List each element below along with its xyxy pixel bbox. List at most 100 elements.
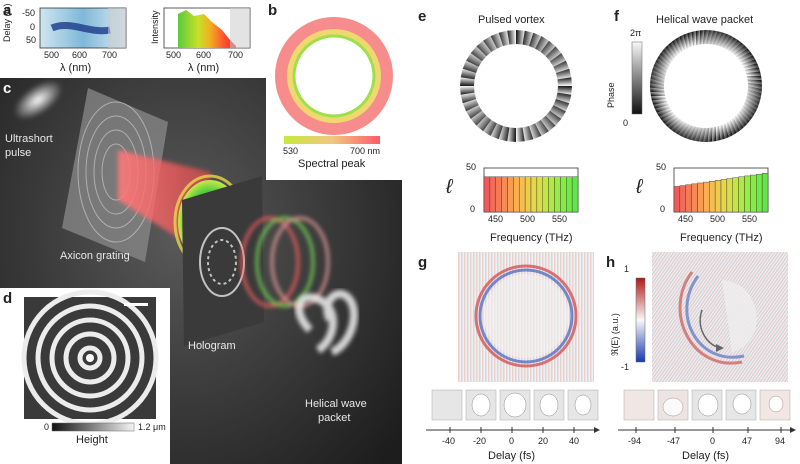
phase-axis-label: Phase [606,82,616,108]
h-xtick-3: 0 [710,436,715,446]
g-xtick-4: 20 [538,436,548,446]
e-xtick-450: 450 [488,214,503,224]
e-bar-chart [482,166,580,214]
scale-bar [124,303,148,306]
f-xtick-500: 500 [710,214,725,224]
g-xtick-2: -20 [473,436,486,446]
helical-label-line1: Helical wave [305,398,367,410]
e-bar-540 [555,177,561,212]
e-bar-560 [566,177,572,212]
e-bar-550 [560,177,566,212]
helical-wave-packet-title: Helical wave packet [656,14,753,26]
delay-axis-label: Delay (fs) [2,3,12,42]
hologram-label: Hologram [188,340,236,352]
a-right-x-tick-1: 500 [166,50,181,60]
a-left-x-tick-2: 600 [72,50,87,60]
height-scale-min: 0 [44,422,49,432]
panel-label-f: f [614,8,619,25]
delay-tick-3: 50 [26,35,36,45]
spectral-min: 530 [283,146,298,156]
e-bar-530 [549,177,555,212]
f-bar-520 [733,178,739,212]
e-bar-430 [490,177,496,212]
g-xtick-1: -40 [442,436,455,446]
a-left-x-tick-1: 500 [44,50,59,60]
helical-wave-packet-phase-ring [646,26,766,146]
f-bar-470 [703,182,709,212]
f-ylabel: ℓ [636,176,642,199]
height-caption: Height [76,434,108,446]
e-bar-420 [484,177,490,212]
f-bar-510 [727,179,733,212]
pulsed-vortex-phase-ring [456,26,576,146]
f-ytick-50: 50 [656,162,666,172]
f-bar-chart [672,166,770,214]
e-ytick-50: 50 [466,162,476,172]
f-bar-500 [721,179,727,212]
e-bar-440 [496,177,502,212]
e-bar-570 [572,177,578,212]
pulse-label-line2: pulse [5,147,31,159]
e-bar-460 [508,177,514,212]
delay-tick-1: -50 [22,8,35,18]
e-bar-450 [502,177,508,212]
f-ytick-0: 0 [660,204,665,214]
ringF-segment [696,30,700,45]
schematic-panel: a Delay (fs) -50 0 50 500 600 700 λ (nm)… [0,0,402,464]
f-bar-530 [739,177,745,212]
panel-label-g: g [418,254,427,271]
g-delay-snapshots [430,386,600,424]
g-delay-axis [424,424,600,436]
e-bar-470 [513,177,519,212]
e-xtick-500: 500 [520,214,535,224]
f-bar-430 [680,186,686,212]
f-bar-450 [692,184,698,212]
e-bar-490 [525,177,531,212]
e-ytick-0: 0 [470,204,475,214]
spectral-peak-colorbar [284,136,380,144]
a-right-x-label: λ (nm) [188,62,219,74]
e-xtick-550: 550 [552,214,567,224]
f-xtick-550: 550 [742,214,757,224]
f-bar-480 [709,181,715,212]
g-xlabel: Delay (fs) [488,450,535,462]
field-cbar-max: 1 [624,264,629,274]
f-xtick-450: 450 [678,214,693,224]
a-left-x-label: λ (nm) [60,62,91,74]
pulsed-vortex-field-map [458,252,594,382]
e-ylabel: ℓ [446,176,452,199]
phase-min: 0 [623,118,628,128]
helical-packet-field-map [652,252,788,382]
h-xlabel: Delay (fs) [682,450,729,462]
panel-label-e: e [418,8,426,25]
height-colorbar [52,423,134,431]
phase-max: 2π [630,28,641,38]
field-cbar-label: ℜ(E) (a.u.) [610,313,621,356]
helical-label-line2: packet [318,412,350,424]
g-xtick-5: 40 [569,436,579,446]
ringF-segment [712,127,716,142]
phase-colorbar [614,30,644,140]
f-bar-540 [745,176,751,212]
axicon-grating-label: Axicon grating [60,250,130,262]
f-bar-460 [698,183,704,212]
f-bar-550 [750,175,756,212]
spectral-peak-caption: Spectral peak [298,158,365,170]
h-xtick-2: -47 [667,436,680,446]
delay-tick-2: 0 [30,22,35,32]
f-bar-440 [686,185,692,212]
intensity-axis-label: Intensity [150,10,160,44]
panel-label-d: d [3,290,12,307]
spectral-max: 700 nm [350,146,380,156]
ringF-segment [747,76,762,80]
e-bar-520 [543,177,549,212]
h-xtick-5: 94 [775,436,785,446]
g-xtick-3: 0 [509,436,514,446]
pulse-label-line1: Ultrashort [5,133,53,145]
panel-label-c: c [3,80,11,97]
e-xlabel: Frequency (THz) [490,232,573,244]
e-bar-510 [537,177,543,212]
a-right-x-tick-3: 700 [228,50,243,60]
f-bar-570 [762,173,768,212]
panel-a-plots [0,0,265,78]
